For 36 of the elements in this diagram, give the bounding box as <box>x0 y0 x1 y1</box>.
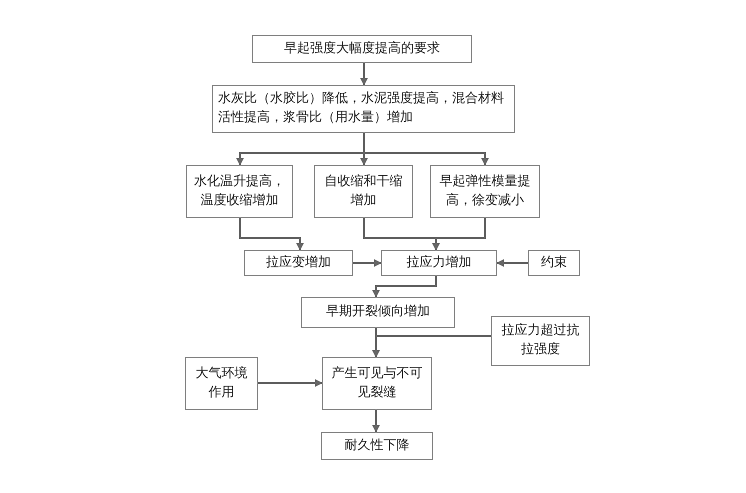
box-text: 耐久性下降 <box>344 436 410 455</box>
arrow <box>496 259 528 267</box>
box-text: 水灰比（水胶比）降低，水泥强度提高，混合材料活性提高，浆骨比（用水量）增加 <box>218 90 505 127</box>
box-text: 约束 <box>541 254 567 272</box>
box-text: 水化温升提高，温度收缩增加 <box>193 172 286 210</box>
process-box <box>321 432 433 460</box>
process-box <box>252 35 472 63</box>
process-box <box>185 357 258 410</box>
process-box <box>430 165 540 218</box>
process-box <box>381 250 497 276</box>
box-text: 早期开裂倾向增加 <box>326 303 430 322</box>
process-box <box>491 316 590 366</box>
process-box <box>322 357 432 410</box>
box-text: 早起弹性模量提高，徐变减小 <box>438 172 532 210</box>
process-box <box>244 250 353 276</box>
box-text: 产生可见与不可见裂缝 <box>330 364 424 402</box>
arrow <box>432 218 486 251</box>
box-text: 拉应变增加 <box>266 254 331 272</box>
arrow <box>353 259 382 267</box>
arrow <box>239 218 304 251</box>
process-box <box>301 297 455 328</box>
process-box <box>186 165 293 218</box>
box-text: 自收缩和干缩增加 <box>324 172 404 210</box>
arrow <box>372 410 380 433</box>
arrow <box>372 335 491 358</box>
box-text: 早起强度大幅度提高的要求 <box>284 40 440 58</box>
box-text: 大气环境作用 <box>194 364 248 402</box>
box-text: 拉应力超过抗拉强度 <box>500 322 580 359</box>
box-text: 拉应力增加 <box>406 254 472 272</box>
arrow <box>363 133 489 166</box>
process-box <box>314 165 413 218</box>
arrow <box>372 276 437 298</box>
process-box <box>212 85 515 133</box>
process-box <box>528 250 580 276</box>
arrow <box>258 379 323 387</box>
arrow <box>360 63 368 86</box>
